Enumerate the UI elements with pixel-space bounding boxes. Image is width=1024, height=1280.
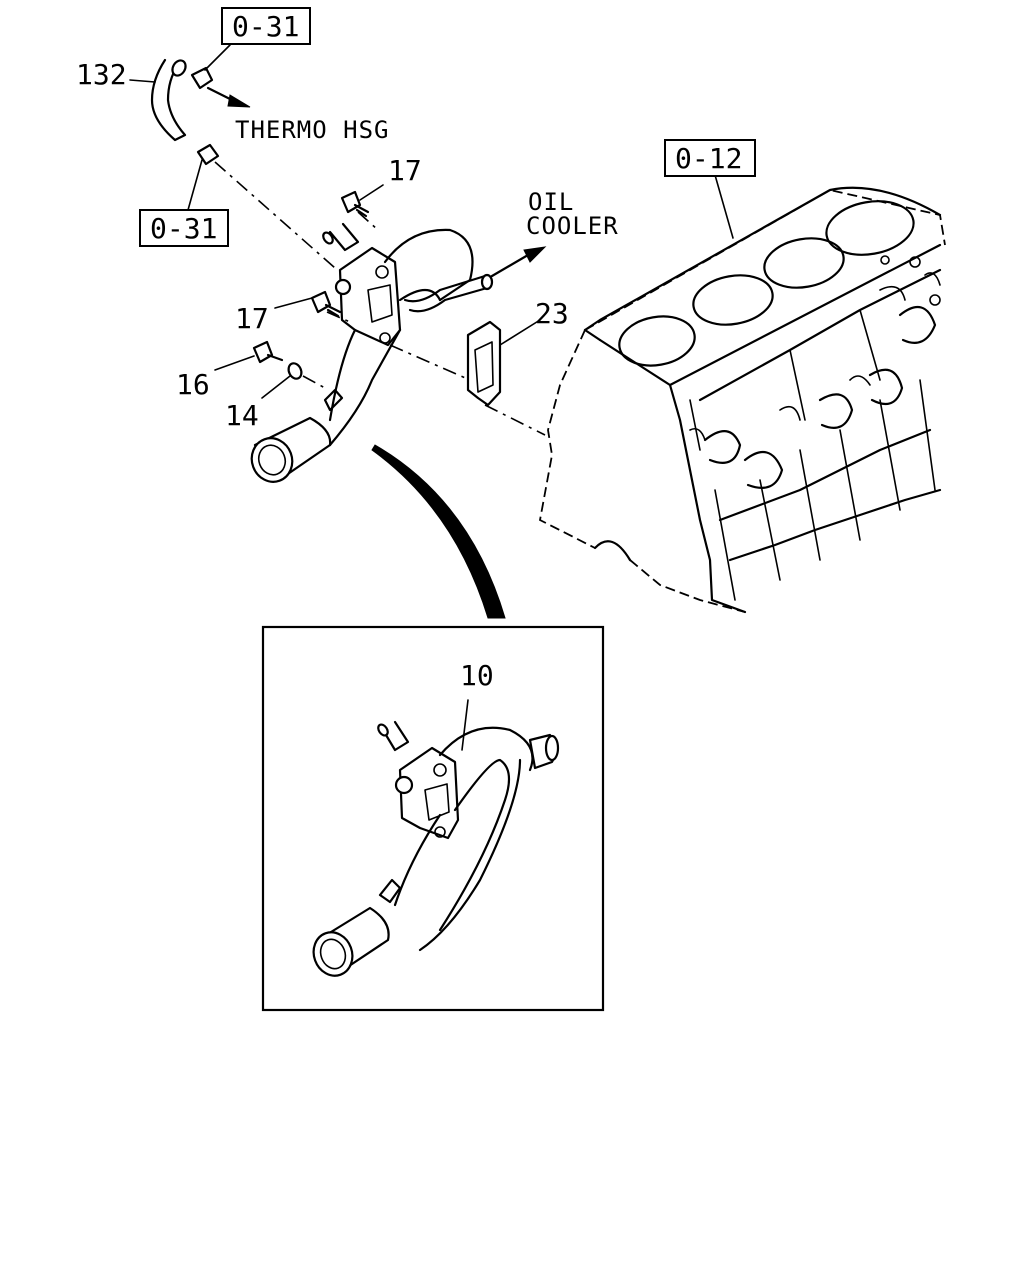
arrow-thermo xyxy=(206,86,234,102)
leader-ref-top xyxy=(204,44,231,71)
arrow-oil xyxy=(490,253,530,278)
bolt-17-lower xyxy=(310,290,342,318)
leader-gasket-to-engine xyxy=(484,404,546,436)
leader-17b xyxy=(274,297,313,309)
note-oil: OIL xyxy=(528,188,574,216)
water-pipe-detail xyxy=(312,720,560,977)
part-label-17-lower: 17 xyxy=(235,302,269,335)
leader-hose-to-pipe xyxy=(214,161,336,269)
part-label-17-upper: 17 xyxy=(388,154,422,187)
hose-assembly xyxy=(150,58,220,166)
water-pipe-assembly xyxy=(250,222,494,483)
leader-23 xyxy=(499,319,541,346)
ref-label-left: 0-31 xyxy=(150,212,217,245)
leader-14 xyxy=(261,375,291,399)
leader-17a xyxy=(359,184,384,201)
gasket-23 xyxy=(466,320,502,407)
leader-ref-left xyxy=(187,159,203,211)
leader-ref-engine xyxy=(714,174,734,239)
part-label-16: 16 xyxy=(176,368,210,401)
ref-label-top: 0-31 xyxy=(232,10,299,43)
detail-swoosh xyxy=(371,444,506,619)
ref-box-engine xyxy=(664,139,756,177)
detail-frame xyxy=(261,625,605,1012)
washer-14 xyxy=(287,362,303,380)
part-label-132: 132 xyxy=(76,58,127,91)
ref-box-left xyxy=(139,209,229,247)
part-label-14: 14 xyxy=(225,399,259,432)
arrow-thermo-head xyxy=(227,94,251,108)
leader-bolt-to-flange xyxy=(326,311,351,323)
engine-block xyxy=(538,186,946,614)
leader-washer xyxy=(302,375,326,389)
arrow-oil-head xyxy=(523,246,547,263)
bolt-16 xyxy=(252,340,284,364)
leader-gasket-to-block xyxy=(389,344,471,381)
leader-10 xyxy=(461,699,469,751)
ref-box-top xyxy=(221,7,311,45)
note-thermo-hsg: THERMO HSG xyxy=(235,116,390,144)
note-cooler: COOLER xyxy=(526,212,619,240)
part-label-23: 23 xyxy=(535,297,569,330)
leader-16 xyxy=(214,355,255,371)
leader-bolt17-top xyxy=(357,211,379,231)
bolt-17-upper xyxy=(340,190,370,218)
ref-label-engine: 0-12 xyxy=(675,142,742,175)
leader-132 xyxy=(129,79,156,83)
part-label-10: 10 xyxy=(460,659,494,692)
